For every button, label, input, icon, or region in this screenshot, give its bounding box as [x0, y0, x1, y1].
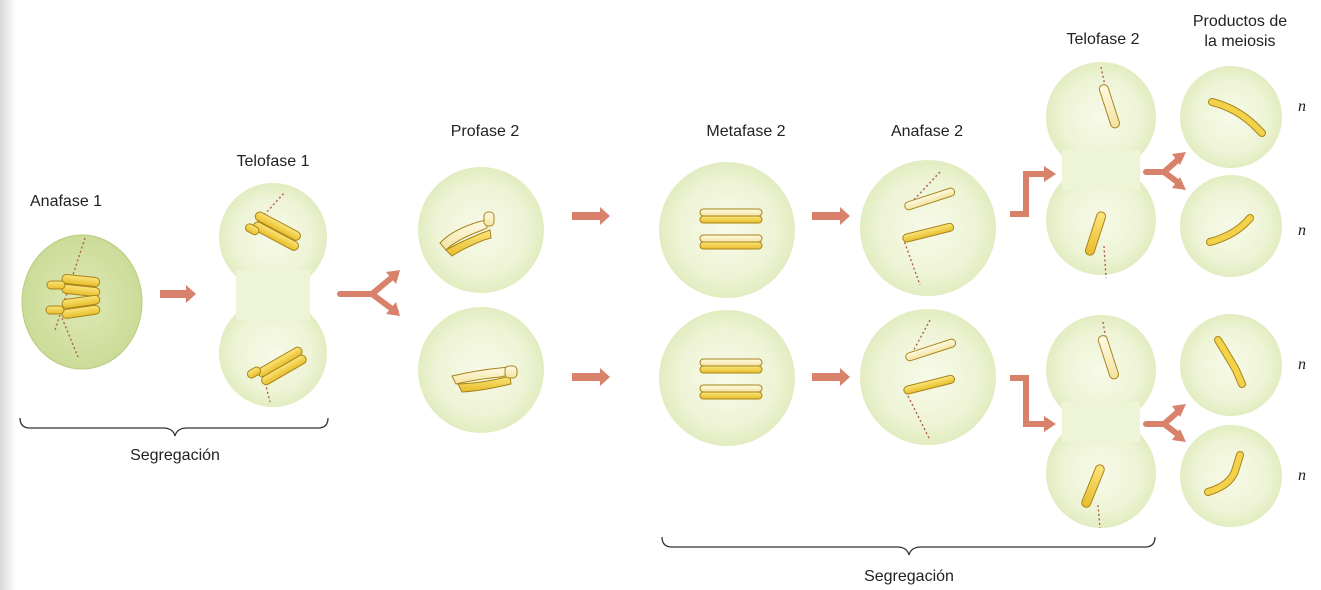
stage-label-telofase1: Telofase 1	[218, 152, 328, 171]
bent-arrow-icon	[1010, 174, 1046, 424]
anaphase2-cell-top	[860, 160, 996, 296]
segregation-label-1: Segregación	[110, 446, 240, 465]
arrow-right-icon	[160, 285, 196, 303]
segregation-label-2: Segregación	[844, 567, 974, 586]
product-cell-1	[1180, 66, 1282, 168]
ploidy-label: n	[1298, 222, 1306, 240]
anaphase2-cell-bottom	[860, 309, 996, 445]
product-cell-2	[1180, 175, 1282, 277]
stage-label-telofase2: Telofase 2	[1048, 30, 1158, 49]
segregation-brace-2	[662, 537, 1155, 555]
ploidy-label: n	[1298, 467, 1306, 485]
ploidy-label: n	[1298, 98, 1306, 116]
stage-label-profase2: Profase 2	[430, 122, 540, 141]
metaphase2-cell-top	[659, 162, 795, 298]
arrow-right-icon	[572, 207, 610, 225]
segregation-brace-1	[20, 418, 328, 436]
metaphase2-cell-bottom	[659, 310, 795, 446]
arrow-right-icon	[812, 368, 850, 386]
stage-label-anafase1: Anafase 1	[30, 192, 140, 211]
arrow-right-icon	[812, 207, 850, 225]
stage-label-metafase2: Metafase 2	[686, 122, 806, 141]
arrow-right-icon	[572, 368, 610, 386]
ploidy-label: n	[1298, 356, 1306, 374]
stage-label-productos-line2: la meiosis	[1170, 32, 1310, 51]
stage-label-productos-line1: Productos de	[1170, 12, 1310, 31]
stage-label-anafase2: Anafase 2	[872, 122, 982, 141]
split-arrow-icon	[340, 274, 396, 312]
